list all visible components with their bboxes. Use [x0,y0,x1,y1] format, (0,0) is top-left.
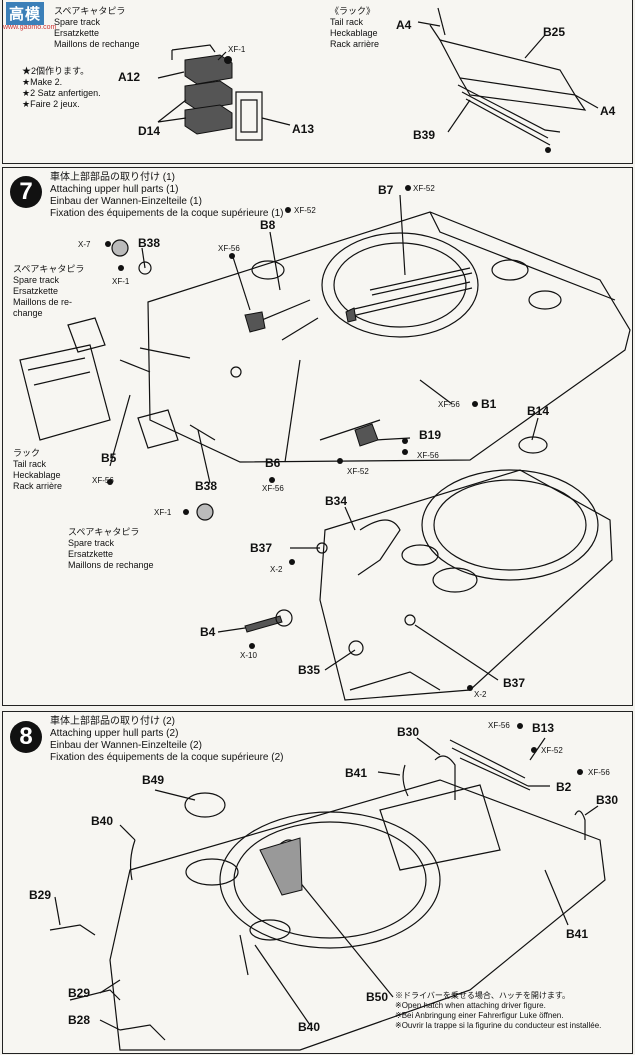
step7-panel [2,167,633,706]
paint-xf56-a: XF-56 [488,721,510,730]
part-b5: B5 [101,451,117,465]
part-b6: B6 [265,456,281,470]
part-b37-left: B37 [250,541,273,555]
paint-x2-b: X-2 [474,690,487,699]
paint-xf52-b8: XF-52 [294,206,316,215]
part-b2: B2 [556,780,572,794]
part-b40-bottom: B40 [298,1020,321,1034]
part-b29-bottom: B29 [68,986,91,1000]
step8-panel [2,711,633,1054]
paint-x7: X-7 [78,240,91,249]
paint-x10: X-10 [240,651,257,660]
top-panel-illustration [157,7,599,153]
tail-rack-caption-top: 《ラック》 Tail rack Heckablage Rack arrière [330,6,380,49]
paint-xf1-top: XF-1 [228,45,246,54]
paint-xf52: XF-52 [541,746,563,755]
part-b38-top: B38 [138,236,161,250]
spare-track-caption-top: スペアキャタピラ Spare track Ersatzkette Maillon… [54,6,140,49]
part-b40-top: B40 [91,814,114,828]
paint-xf56-b1: XF-56 [438,400,460,409]
part-b49: B49 [142,773,165,787]
part-b30-right: B30 [596,793,619,807]
part-a12: A12 [118,70,141,84]
part-b50: B50 [366,990,389,1004]
site-logo: 高模 www.gaomo.com [0,0,70,34]
step7-illustration [19,185,631,701]
part-b8: B8 [260,218,276,232]
part-b14: B14 [527,404,550,418]
part-b34: B34 [325,494,348,508]
part-b35: B35 [298,663,321,677]
top-panel [2,0,633,164]
paint-xf56-b5: XF-56 [92,476,114,485]
part-b25: B25 [543,25,566,39]
part-b1: B1 [481,397,497,411]
part-b4: B4 [200,625,216,639]
tail-rack-caption: ラック Tail rack Heckablage Rack arrière [13,448,63,491]
spare-track-caption-2: スペアキャタピラ Spare track Ersatzkette Maillon… [68,527,154,570]
paint-xf52-b19: XF-52 [347,467,369,476]
logo-text: 高模 [6,2,45,25]
make-two-note: ★2個作ります。 ★Make 2. ★2 Satz anfertigen. ★F… [22,66,101,109]
part-b39: B39 [413,128,436,142]
part-b37-right: B37 [503,676,526,690]
step8-number: 8 [10,721,42,753]
paint-xf1-b: XF-1 [154,508,172,517]
step7-title: 車体上部部品の取り付け (1) Attaching upper hull par… [50,172,284,219]
part-b38-bottom: B38 [195,479,218,493]
part-b7: B7 [378,183,394,197]
part-a4-top: A4 [396,18,412,32]
part-b41-top: B41 [345,766,368,780]
logo-url: www.gaomo.com [3,24,57,31]
spare-track-caption-1: スペアキャタピラ Spare track Ersatzkette Maillon… [13,264,85,318]
paint-xf56-b6: XF-56 [262,484,284,493]
paint-xf56-b19: XF-56 [417,451,439,460]
paint-xf1-a: XF-1 [112,277,130,286]
part-d14: D14 [138,124,161,138]
step7-number: 7 [10,176,42,208]
driver-hatch-note: ※ドライバーを乗せる場合、ハッチを開けます。 ※Open hatch when … [395,991,602,1030]
part-b41-right: B41 [566,927,589,941]
paint-xf56-b: XF-56 [588,768,610,777]
part-b28: B28 [68,1013,91,1027]
part-a4-right: A4 [600,104,616,118]
part-b13: B13 [532,721,555,735]
part-a13: A13 [292,122,315,136]
step8-title: 車体上部部品の取り付け (2) Attaching upper hull par… [50,716,284,763]
part-b19: B19 [419,428,442,442]
paint-xf52-b7: XF-52 [413,184,435,193]
part-b30-top: B30 [397,725,420,739]
part-b29-top: B29 [29,888,52,902]
paint-x2-a: X-2 [270,565,283,574]
paint-xf56-b8: XF-56 [218,244,240,253]
